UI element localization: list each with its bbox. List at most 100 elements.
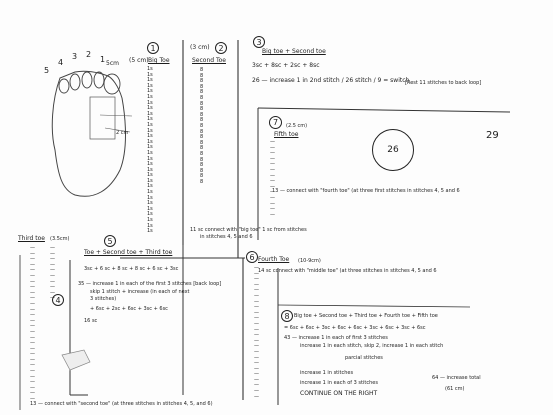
toe-3: [81, 71, 93, 89]
row-mark: 8: [200, 156, 204, 163]
toe-2: [93, 71, 105, 89]
tally-mark: —: [254, 343, 259, 350]
tally-mark: —: [254, 365, 259, 372]
section-7-rows: ——————————————: [270, 139, 275, 218]
tally-mark: —: [254, 315, 259, 322]
section-6-footer: 14 sc connect with "middle toe" (at thre…: [258, 268, 437, 274]
toe-1: [103, 73, 121, 95]
section-7-title: Fifth toe: [274, 131, 299, 138]
tally-mark: —: [30, 300, 35, 307]
tally-mark: —: [254, 348, 259, 355]
tally-mark: —: [50, 272, 55, 279]
tally-mark: —: [30, 328, 35, 335]
section-6-number: 6: [246, 251, 258, 263]
row-mark: 1s: [147, 205, 153, 212]
tally-mark: —: [50, 261, 55, 268]
toe-label-4: 4: [58, 58, 64, 67]
row-mark: 8: [200, 78, 204, 85]
tally-mark: —: [30, 267, 35, 274]
tally-mark: —: [254, 270, 259, 277]
tally-mark: —: [270, 178, 275, 185]
row-mark: 8: [200, 106, 204, 113]
row-mark: 8: [200, 94, 204, 101]
section-4-rows: ————————————————————————————: [30, 245, 35, 403]
tally-mark: —: [270, 200, 275, 207]
tally-mark: —: [270, 189, 275, 196]
section-2-footer: 11 sc connect with "big toe" 1 sc from s…: [190, 227, 307, 233]
tally-mark: —: [270, 172, 275, 179]
section-7-number: 7: [269, 116, 282, 129]
tally-mark: —: [30, 340, 35, 347]
row-mark: 1s: [147, 138, 153, 145]
section-6-title: Fourth Toe: [258, 256, 290, 263]
tally-mark: —: [254, 276, 259, 283]
tally-mark: —: [254, 337, 259, 344]
tally-mark: —: [30, 356, 35, 363]
tally-mark: —: [254, 287, 259, 294]
section-7-cm: (2.5 cm): [286, 123, 308, 129]
section-5-line-3: skip 1 stitch + increase (in each of nex…: [90, 289, 190, 295]
section-8-line-2: 43 — increase 1 in each of first 3 stitc…: [284, 335, 388, 341]
tally-mark: —: [254, 376, 259, 383]
section-8-number: 8: [281, 310, 293, 322]
section-5-number: 5: [104, 235, 116, 247]
section-7-footer: 13 — connect with "fourth toe" (at three…: [272, 188, 460, 194]
row-mark: 1s: [147, 144, 153, 151]
row-mark: 8: [200, 178, 204, 185]
row-mark: 1s: [147, 155, 153, 162]
tally-mark: —: [270, 194, 275, 201]
row-mark: 8: [200, 67, 204, 73]
section-6-cm: (10-9cm): [298, 258, 321, 264]
tally-mark: —: [270, 166, 275, 173]
tally-mark: —: [270, 206, 275, 213]
section-2-title: Second Toe: [192, 57, 226, 64]
row-mark: 1s: [147, 110, 153, 117]
tally-mark: —: [254, 354, 259, 361]
row-mark: 1s: [147, 88, 153, 95]
section-3-note: [Rest 11 stitches to back loop]: [405, 80, 482, 86]
tally-mark: —: [254, 320, 259, 327]
section-5-line-1: 3sc + 6 sc + 8 sc + 8 sc + 6 sc + 3sc: [84, 266, 179, 272]
row-mark: 1s: [147, 177, 153, 184]
tally-mark: —: [254, 393, 259, 400]
row-mark: 1s: [147, 121, 153, 128]
section-8-title: Big toe + Second toe + Third toe + Fourt…: [294, 313, 438, 319]
tally-mark: —: [270, 211, 275, 218]
section-4-footer: 13 — connect with "second toe" (at three…: [30, 401, 213, 407]
tally-mark: —: [30, 317, 35, 324]
section-4-marks: ——————————: [50, 245, 55, 302]
tally-mark: —: [30, 345, 35, 352]
tally-mark: —: [50, 250, 55, 257]
row-mark: 1s: [147, 71, 153, 78]
section-8-line-6: increase 1 in each of 3 stitches: [300, 380, 378, 386]
toe-4: [69, 73, 81, 91]
tally-mark: —: [30, 351, 35, 358]
tally-mark: —: [254, 304, 259, 311]
row-mark: 1s: [147, 166, 153, 173]
section-3-line-1: 3sc + 8sc + 2sc + 8sc: [252, 62, 320, 69]
row-mark: 1s: [147, 211, 153, 218]
section-1-cm: (5 cm): [129, 57, 149, 64]
row-mark: 1s: [147, 99, 153, 106]
tally-mark: —: [30, 384, 35, 391]
row-mark: 8: [200, 122, 204, 129]
section-3-title: Big toe + Second toe: [262, 48, 326, 55]
corner-number: 29: [486, 130, 499, 141]
tally-mark: —: [30, 362, 35, 369]
tally-mark: —: [30, 245, 35, 251]
tally-mark: —: [50, 289, 55, 296]
row-mark: 1s: [147, 228, 153, 235]
row-mark: 1s: [147, 194, 153, 201]
toe-label-2: 2: [86, 50, 92, 59]
row-mark: 8: [200, 89, 204, 96]
section-5-title: Toe + Second toe + Third toe: [84, 249, 173, 256]
row-mark: 8: [200, 145, 204, 152]
section-5-line-4: 3 stitches): [90, 296, 117, 302]
row-mark: 8: [200, 167, 204, 174]
tally-mark: —: [254, 332, 259, 339]
section-4-cm: (3.5cm): [50, 236, 70, 242]
toe-label-5: 5: [44, 66, 50, 75]
